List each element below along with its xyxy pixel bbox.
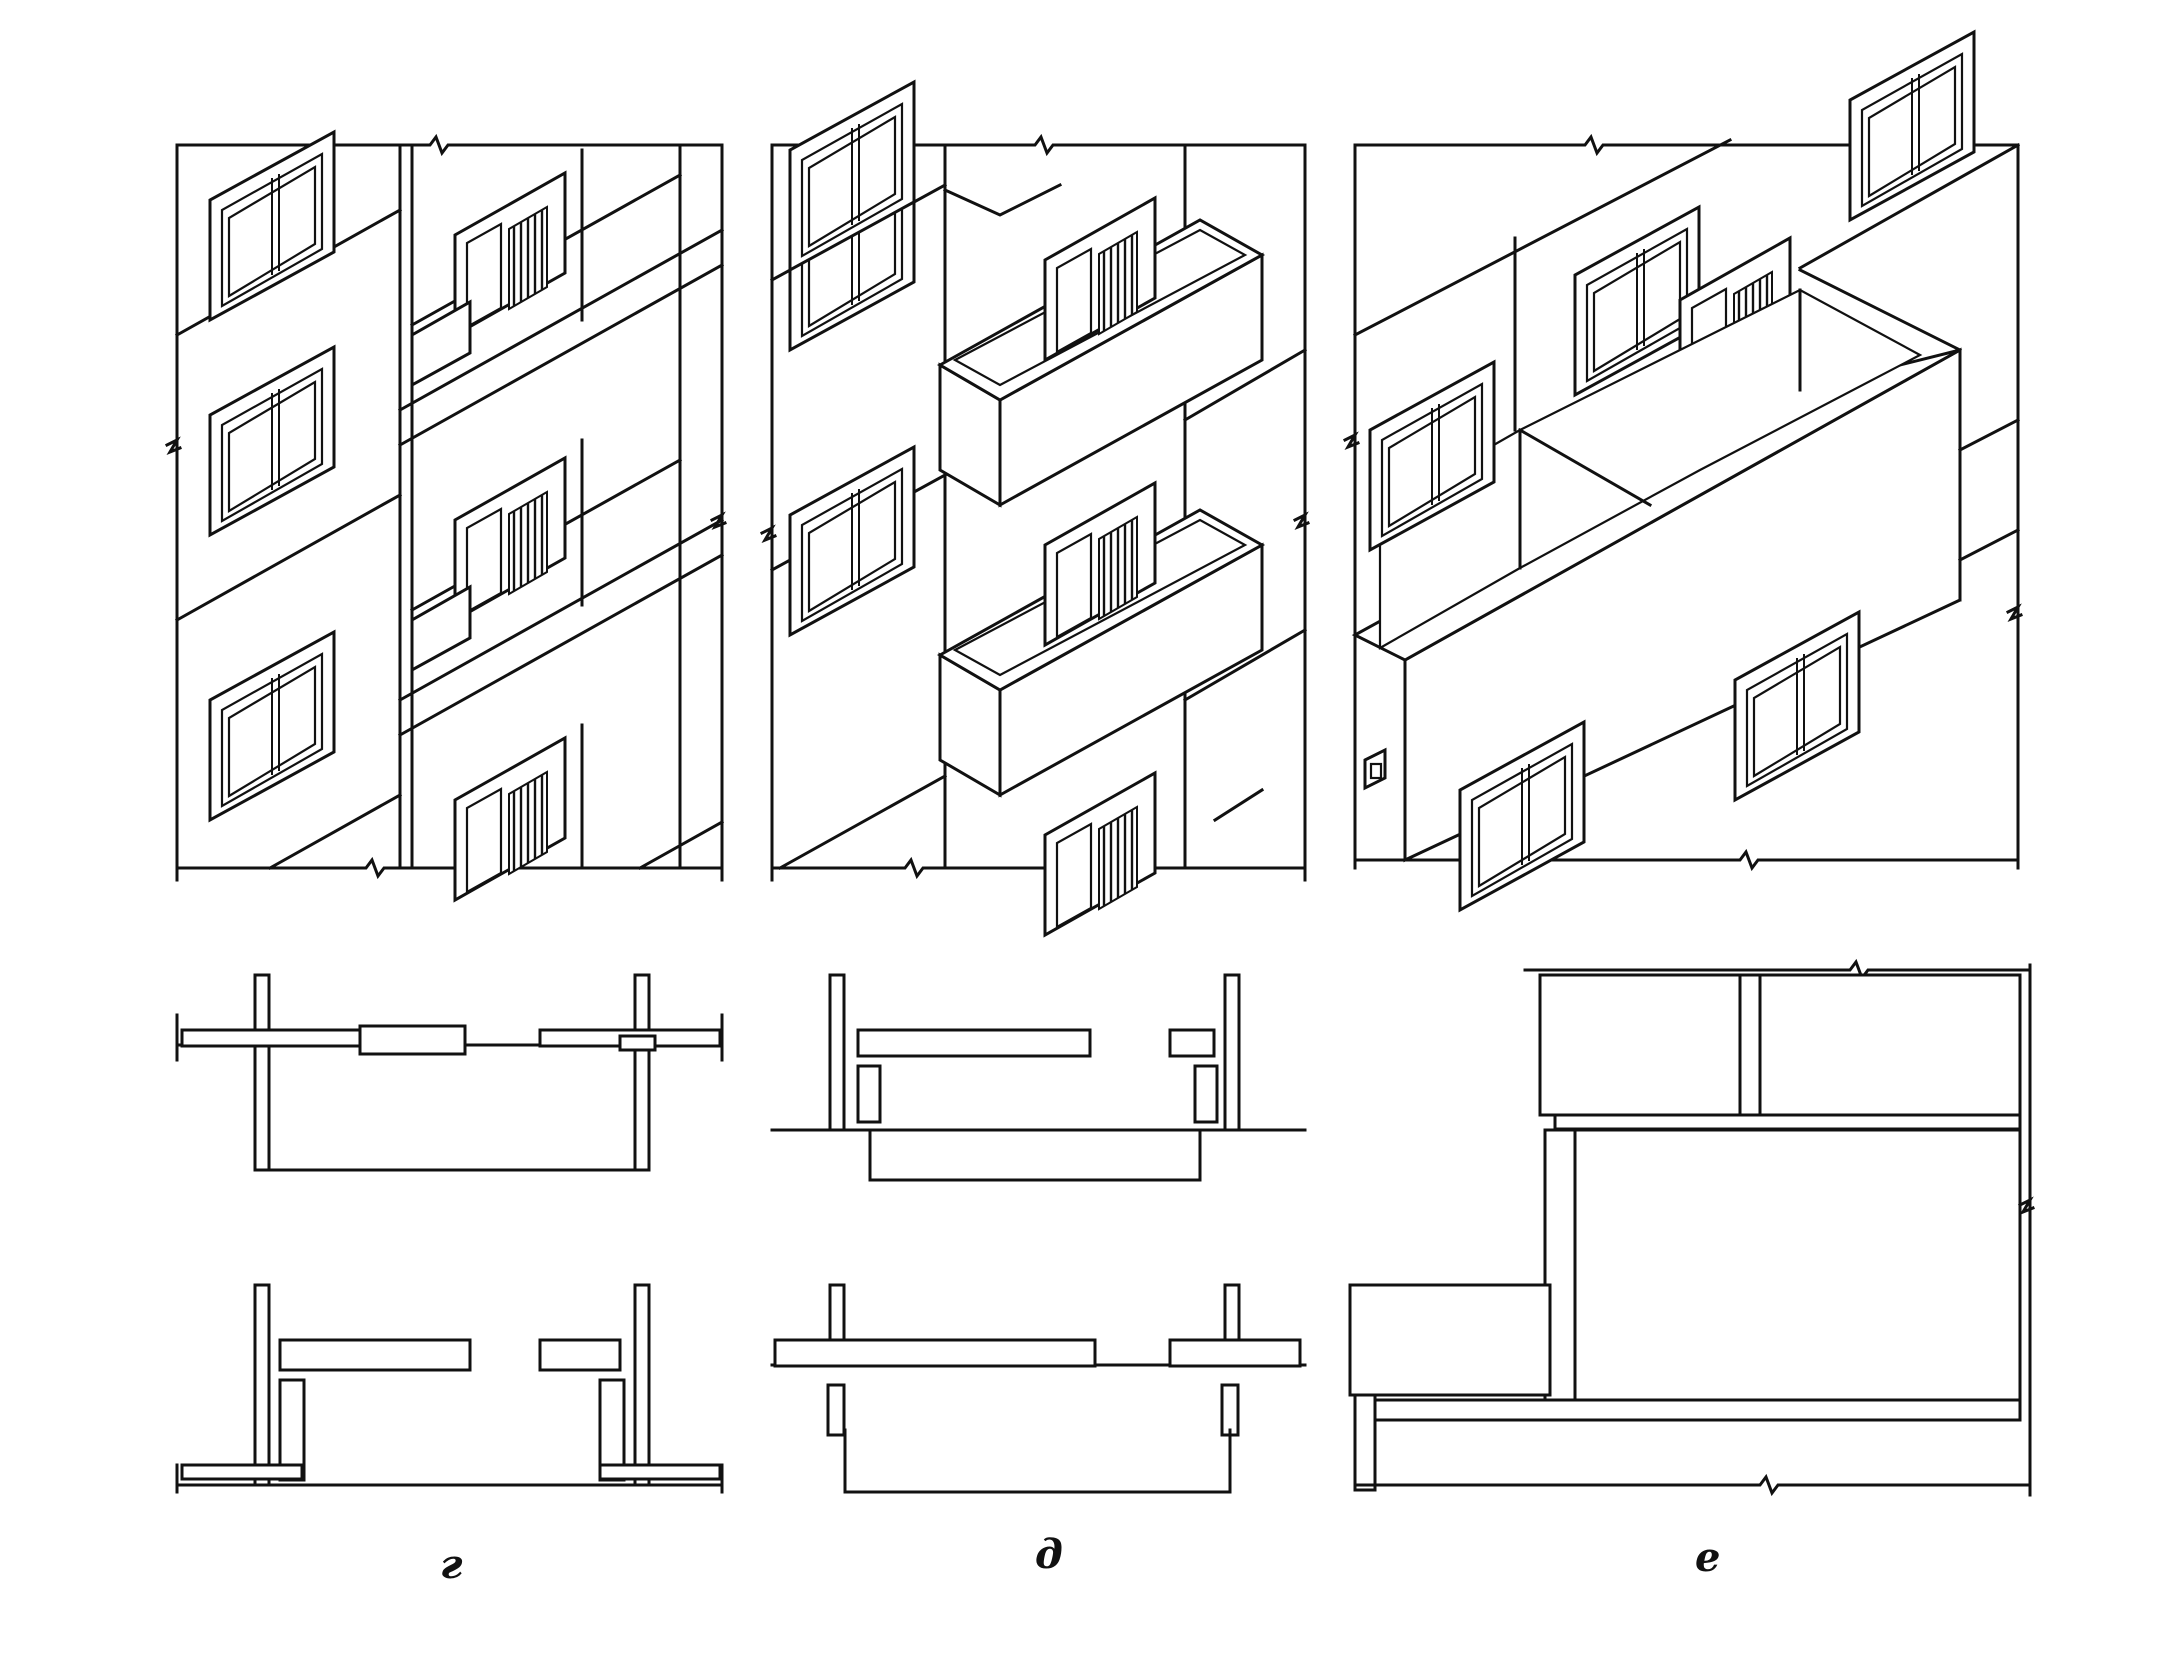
plan-g-lower <box>175 1283 724 1494</box>
isometric-panel-d <box>759 80 1310 937</box>
caption-g: г <box>440 1541 463 1588</box>
plan-e <box>1348 958 2035 1497</box>
caption-e: е <box>1695 1534 1721 1581</box>
caption-d: д <box>1035 1531 1063 1578</box>
isometric-panel-g <box>164 130 727 902</box>
isometric-panel-e <box>1342 30 2023 912</box>
plan-d-upper <box>770 973 1307 1182</box>
plan-d-lower <box>770 1283 1307 1494</box>
plan-g-upper <box>175 973 724 1172</box>
